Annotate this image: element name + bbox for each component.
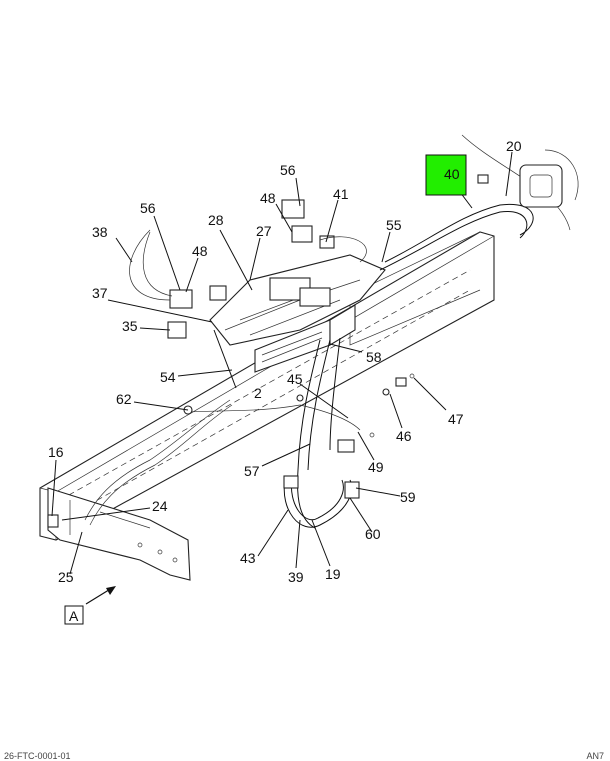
callout-35: 35	[122, 318, 138, 334]
callout-41: 41	[333, 186, 349, 202]
leader-lines	[51, 151, 513, 575]
callout-46: 46	[396, 428, 412, 444]
center-harness	[84, 337, 361, 529]
callout-62: 62	[116, 391, 132, 407]
callout-2: 2	[254, 385, 262, 401]
callout-16: 16	[48, 444, 64, 460]
right-harness	[379, 134, 579, 271]
callout-40: 40	[444, 166, 460, 182]
callout-48-left: 48	[192, 243, 208, 259]
callout-48-top: 48	[260, 190, 276, 206]
callout-60: 60	[365, 526, 381, 542]
callout-57: 57	[244, 463, 260, 479]
highlight-box	[425, 154, 467, 196]
callout-19: 19	[325, 566, 341, 582]
view-label: A	[69, 608, 79, 624]
callout-20: 20	[506, 138, 522, 154]
callout-28: 28	[208, 212, 224, 228]
end-bracket	[47, 487, 191, 581]
callout-labels: 20 40 56 48 41 55 38 56 28 27 48 37 35 5…	[48, 138, 522, 585]
lower-loop	[283, 439, 360, 528]
view-indicator: A	[64, 586, 116, 625]
callout-37: 37	[92, 285, 108, 301]
callout-59: 59	[400, 489, 416, 505]
callout-56-top: 56	[280, 162, 296, 178]
callout-39: 39	[288, 569, 304, 585]
footer-right-code: AN7	[586, 751, 604, 761]
callout-38: 38	[92, 224, 108, 240]
top-connectors	[281, 199, 367, 263]
callout-58: 58	[366, 349, 382, 365]
callout-24: 24	[152, 498, 168, 514]
callout-25: 25	[58, 569, 74, 585]
callout-27: 27	[256, 223, 272, 239]
footer-left-code: 26-FTC-0001-01	[4, 751, 71, 761]
view-label-box	[64, 605, 84, 625]
view-arrow-head	[106, 586, 116, 595]
callout-47: 47	[448, 411, 464, 427]
callout-56-left: 56	[140, 200, 156, 216]
callout-43: 43	[240, 550, 256, 566]
callout-45: 45	[287, 371, 303, 387]
callout-49: 49	[368, 459, 384, 475]
control-box	[209, 254, 386, 373]
callout-54: 54	[160, 369, 176, 385]
callout-55: 55	[386, 217, 402, 233]
